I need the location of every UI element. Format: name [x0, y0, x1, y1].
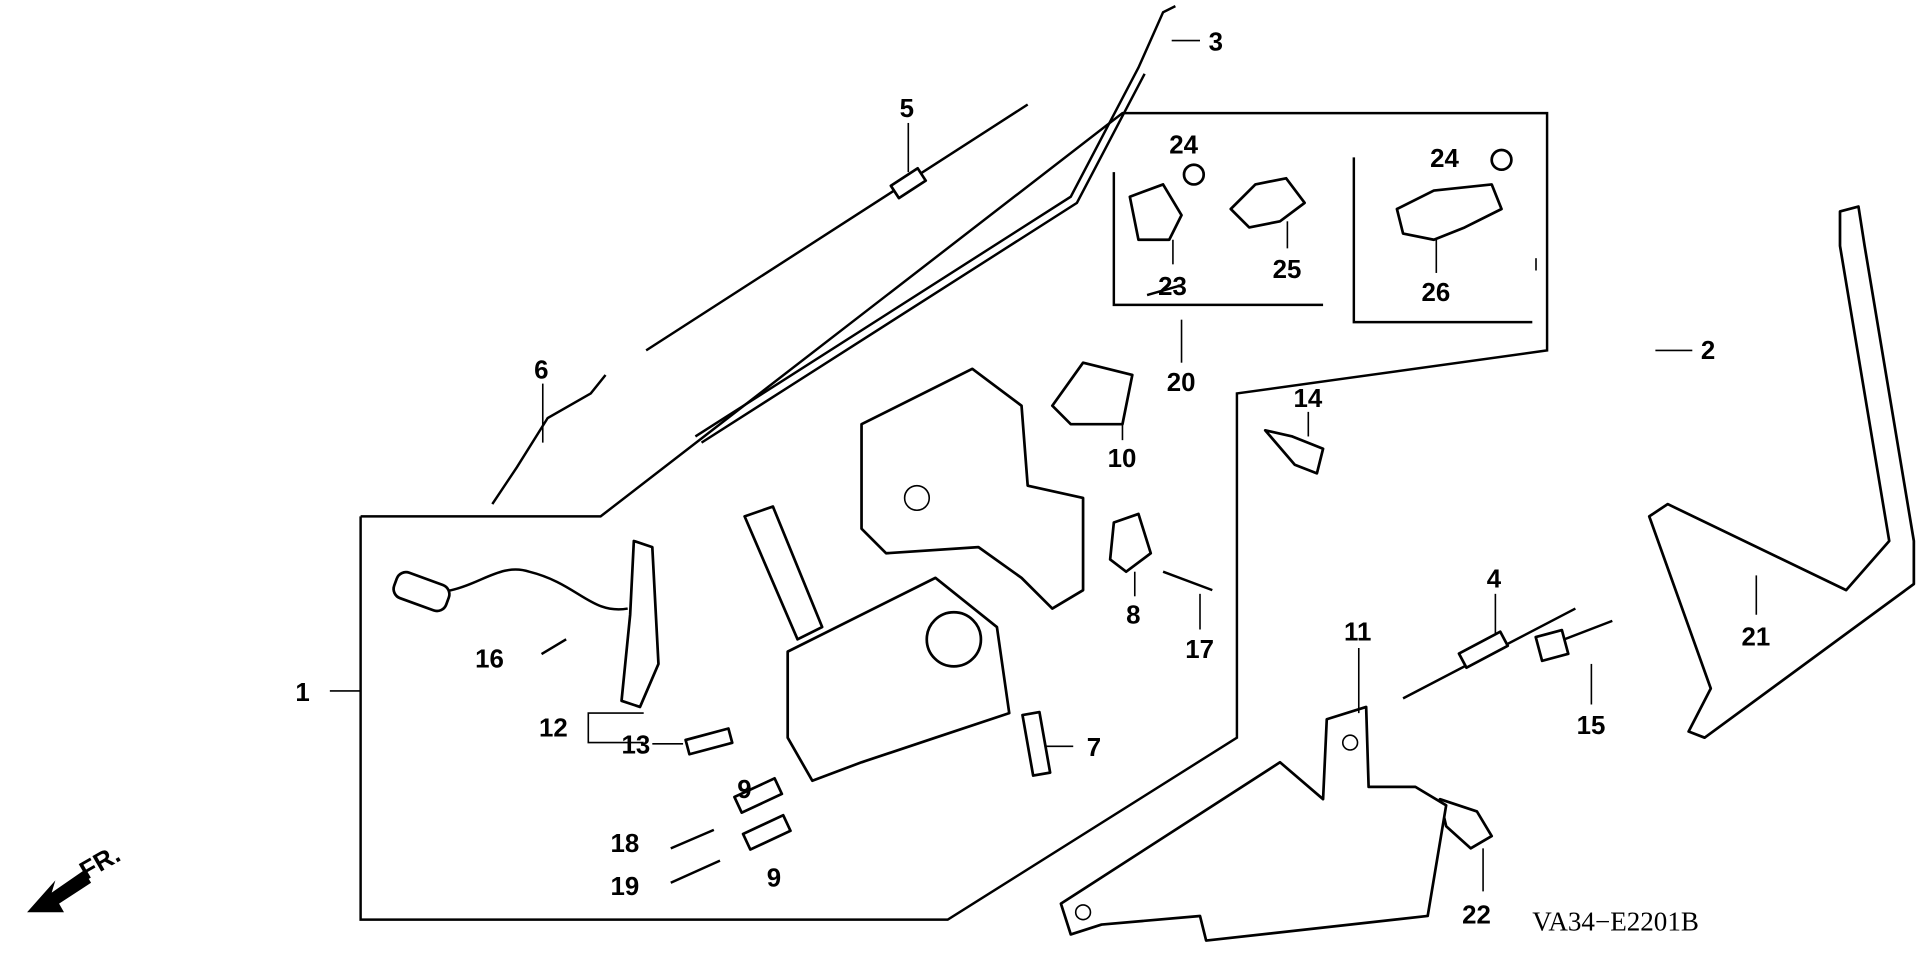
plate-hole-2 [1074, 904, 1092, 921]
callout-24b: 24 [1430, 145, 1459, 173]
pivot-hole [903, 484, 931, 512]
part-23 [1128, 183, 1183, 242]
leader-lines [329, 39, 1758, 892]
cable-end [392, 570, 451, 613]
callout-3: 3 [1209, 28, 1223, 56]
callout-24a: 24 [1169, 132, 1198, 160]
callout-17: 17 [1185, 636, 1214, 664]
lever [743, 505, 824, 641]
part-26 [1395, 183, 1503, 242]
callout-18: 18 [610, 830, 639, 858]
callout-5: 5 [900, 95, 914, 123]
callout-6: 6 [534, 357, 548, 385]
spring-9a [733, 776, 784, 814]
rod-5 [645, 103, 1029, 352]
callout-9b: 9 [767, 864, 781, 892]
front-arrow-icon [27, 870, 92, 913]
callout-16: 16 [475, 646, 504, 674]
part-25 [1229, 176, 1306, 229]
plate-hole [1341, 734, 1359, 751]
spring-7 [1021, 710, 1052, 777]
callout-19: 19 [610, 873, 639, 901]
callout-22: 22 [1462, 901, 1491, 929]
part-10 [1050, 361, 1134, 426]
sub-box-outline-2 [1352, 157, 1533, 324]
sub-box-outline [1112, 172, 1324, 307]
rod-6 [491, 374, 607, 505]
control-plate [786, 576, 1011, 783]
clip-8 [1108, 512, 1153, 574]
callout-26: 26 [1422, 279, 1451, 307]
callout-4: 4 [1487, 566, 1502, 594]
callout-1: 1 [295, 679, 309, 707]
callout-10: 10 [1108, 445, 1137, 473]
callout-15: 15 [1577, 712, 1606, 740]
callout-8: 8 [1126, 601, 1140, 629]
rod-3b [700, 73, 1146, 444]
callout-20: 20 [1167, 369, 1196, 397]
callout-21: 21 [1742, 623, 1771, 651]
spring-4 [1457, 630, 1510, 670]
spring-9b [741, 813, 792, 851]
assembly-outline [359, 111, 1549, 921]
screws [540, 148, 1767, 884]
spring-5 [889, 166, 928, 200]
callout-23: 23 [1158, 273, 1187, 301]
control-knob [925, 610, 983, 668]
spring-13 [684, 727, 734, 756]
callout-9a: 9 [737, 776, 751, 804]
switch-bracket [620, 539, 660, 709]
callout-2: 2 [1701, 337, 1715, 365]
rod-3 [694, 5, 1176, 438]
callout-13: 13 [622, 732, 651, 760]
part-15 [1534, 628, 1570, 663]
arm-2 [1647, 205, 1916, 740]
cable-12 [412, 568, 628, 611]
callout-14: 14 [1294, 385, 1323, 413]
callout-12: 12 [539, 714, 568, 742]
diagram-code: VA34−E2201B [1532, 907, 1699, 937]
callout-25: 25 [1273, 256, 1302, 284]
callout-7: 7 [1087, 734, 1101, 762]
plate-11 [1059, 705, 1448, 942]
callout-11: 11 [1344, 619, 1371, 647]
main-bracket [860, 367, 1085, 610]
